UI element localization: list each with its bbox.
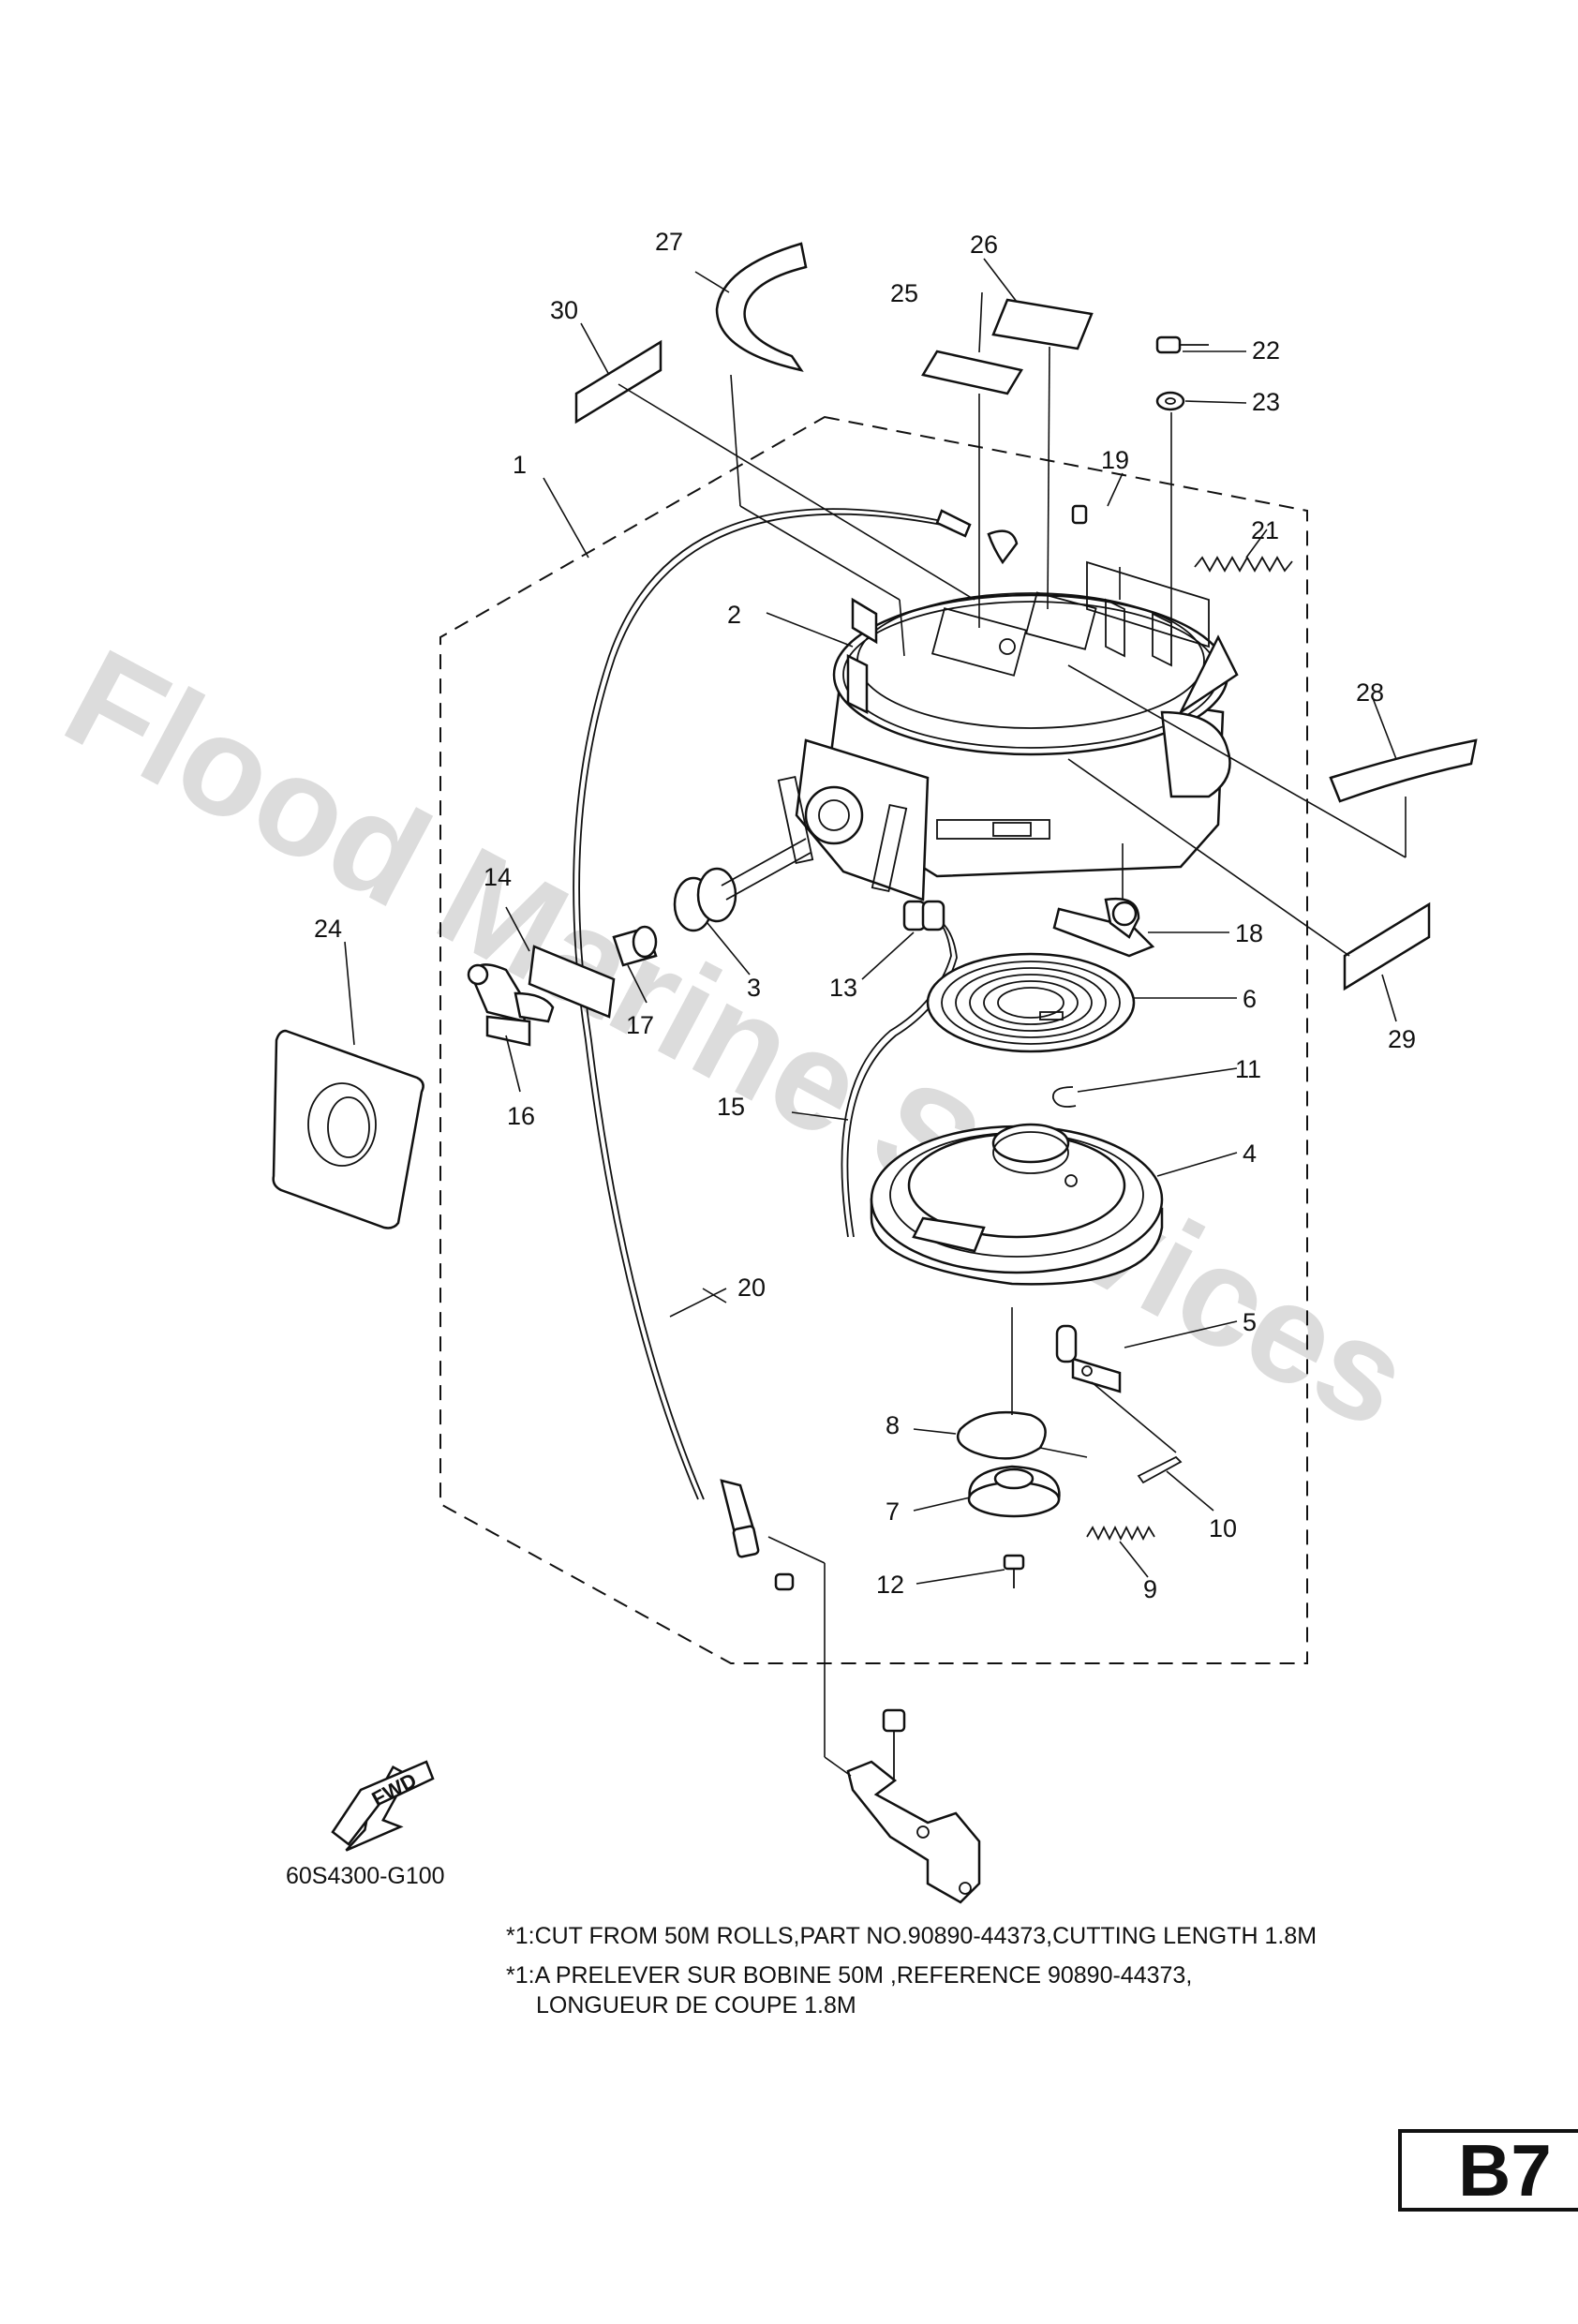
pawl [1055,1324,1122,1393]
decal-30 [574,339,662,425]
callout-2: 2 [727,601,741,629]
callout-11: 11 [1235,1055,1261,1083]
note-french-line-1: *1:A PRELEVER SUR BOBINE 50M ,REFERENCE … [506,1962,1193,1989]
callout-19: 19 [1101,446,1129,474]
starter-cable [573,508,972,1500]
rubber-seal [272,1029,424,1229]
callout-16: 16 [507,1102,535,1130]
callout-13: 13 [829,974,857,1002]
decal-29 [1343,901,1431,991]
callout-18: 18 [1235,919,1263,947]
circlip [1051,1086,1077,1108]
callout-22: 22 [1252,336,1280,365]
callout-7: 7 [886,1497,900,1526]
spring-pin [987,504,1088,565]
tension-spring [1194,556,1293,573]
callout-20: 20 [737,1274,766,1302]
callout-6: 6 [1243,985,1257,1013]
washer-23 [1155,391,1185,411]
callout-29: 29 [1388,1025,1416,1053]
page-id-badge: B7 [1398,2129,1578,2212]
note-french-line-2: LONGUEUR DE COUPE 1.8M [536,1992,856,2019]
callout-28: 28 [1356,678,1384,707]
callout-21: 21 [1251,516,1279,544]
spiral-spring [926,952,1136,1053]
drive-plate [967,1465,1061,1518]
link-bracket [846,1708,981,1904]
callout-9: 9 [1143,1575,1157,1603]
callout-1: 1 [513,451,527,479]
note-english: *1:CUT FROM 50M ROLLS,PART NO.90890-4437… [506,1923,1317,1949]
cable-end [720,1479,795,1591]
callout-5: 5 [1243,1308,1257,1336]
callout-30: 30 [550,296,578,324]
screw-12 [1003,1554,1025,1588]
callout-8: 8 [886,1411,900,1439]
assembly-boundary [439,415,1308,1664]
cable-bracket [467,945,616,1023]
callout-17: 17 [626,1011,654,1039]
cable-grommet [673,838,811,932]
cable-nut [612,925,658,967]
callout-4: 4 [1243,1140,1257,1168]
callout-23: 23 [1252,388,1280,416]
sheave-drum [870,1123,1164,1286]
cable-notes: *1:CUT FROM 50M ROLLS,PART NO.90890-4437… [506,1921,1317,2030]
cable-clamp [485,991,555,1047]
friction-plate [956,1410,1047,1460]
starter-lever [1052,897,1155,958]
leader-lines [344,258,1407,1777]
starter-housing [777,560,1239,901]
callout-3: 3 [747,974,761,1002]
callout-10: 10 [1209,1514,1237,1542]
callout-14: 14 [484,863,512,891]
coil-spring [1086,1525,1155,1542]
callout-27: 27 [655,228,683,256]
decal-27 [715,242,808,372]
callout-numbers: 1 2 3 4 5 6 7 8 9 10 11 12 13 14 15 16 1… [314,228,1416,1603]
callout-12: 12 [876,1571,904,1599]
forward-arrow-icon: FWD [331,1760,435,1852]
bolt-22 [1155,335,1209,354]
callout-24: 24 [314,915,342,943]
diagram-code: 60S4300-G100 [286,1863,445,1889]
decal-25 [921,350,1023,395]
note-french: *1:A PRELEVER SUR BOBINE 50M ,REFERENCE … [506,1960,1317,2020]
decal-26 [991,298,1094,350]
callout-26: 26 [970,231,998,259]
tube-fitting [902,900,945,931]
callout-25: 25 [890,279,918,307]
decal-28 [1329,738,1478,803]
callout-15: 15 [717,1093,745,1121]
return-spring [1137,1455,1183,1484]
